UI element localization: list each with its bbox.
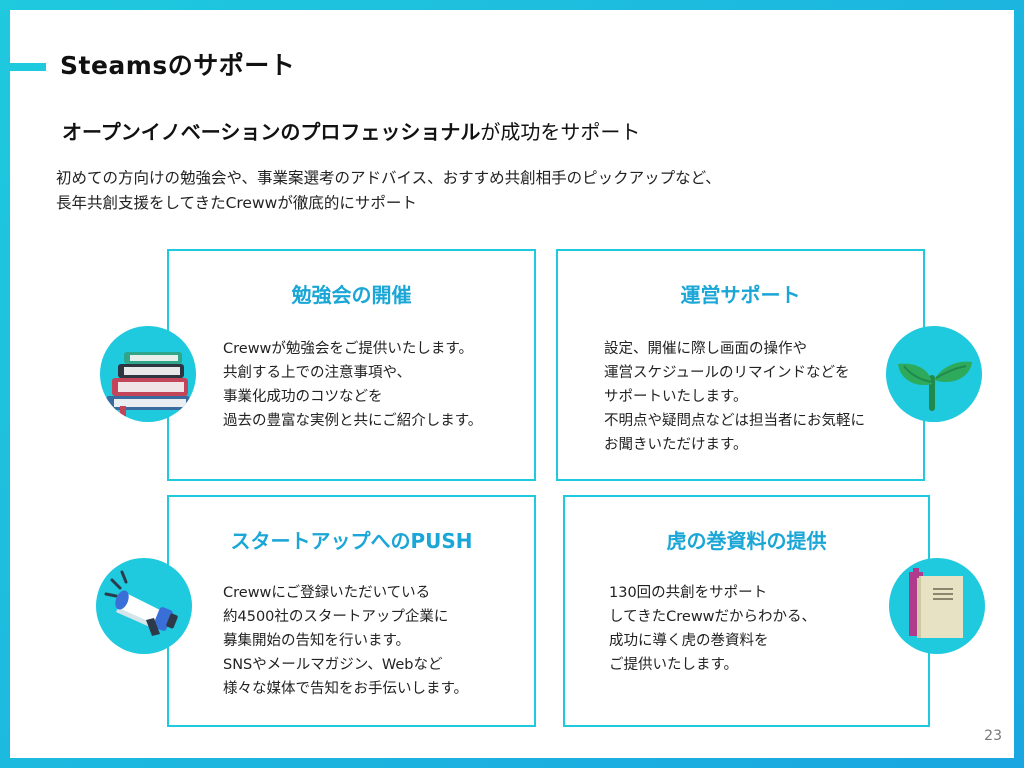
sprout-icon xyxy=(886,326,982,422)
card-line: 共創する上での注意事項や、 xyxy=(223,365,412,381)
book-icon xyxy=(889,558,985,654)
card-line: Crewwが勉強会をご提供いたします。 xyxy=(223,341,473,357)
card-body: 130回の共創をサポート してきたCrewwだからわかる、 成功に導く虎の巻資料… xyxy=(609,581,816,677)
card-guide-materials: 虎の巻資料の提供 130回の共創をサポート してきたCrewwだからわかる、 成… xyxy=(563,495,930,727)
page-number: 23 xyxy=(984,728,1002,744)
card-line: お聞きいただけます。 xyxy=(604,437,748,453)
card-title: 勉強会の開催 xyxy=(291,283,412,307)
card-line: 募集開始の告知を行います。 xyxy=(223,633,411,649)
card-startup-push: スタートアップへのPUSH Crewwにご登録いただいている 約4500社のスタ… xyxy=(167,495,536,727)
page-subtitle: オープンイノベーションのプロフェッショナルが成功をサポート xyxy=(62,116,640,145)
card-line: 事業化成功のコツなどを xyxy=(223,389,383,405)
card-line: 不明点や疑問点などは担当者にお気軽に xyxy=(604,413,865,429)
intro-line: 長年共創支援をしてきたCrewwが徹底的にサポート xyxy=(56,194,417,212)
megaphone-icon xyxy=(96,558,192,654)
card-body: Crewwが勉強会をご提供いたします。 共創する上での注意事項や、 事業化成功の… xyxy=(223,337,482,433)
card-line: 約4500社のスタートアップ企業に xyxy=(223,609,449,625)
books-icon xyxy=(100,326,196,422)
card-study-session: 勉強会の開催 Crewwが勉強会をご提供いたします。 共創する上での注意事項や、… xyxy=(167,249,536,481)
card-operation-support: 運営サポート 設定、開催に際し画面の操作や 運営スケジュールのリマインドなどを … xyxy=(556,249,925,481)
card-line: 過去の豊富な実例と共にご紹介します。 xyxy=(223,413,483,429)
slide: Steamsのサポート オープンイノベーションのプロフェッショナルが成功をサポー… xyxy=(10,10,1014,758)
card-line: してきたCrewwだからわかる、 xyxy=(609,609,817,625)
subtitle-rest: が成功をサポート xyxy=(480,120,641,144)
card-line: 設定、開催に際し画面の操作や xyxy=(604,341,807,357)
card-line: SNSやメールマガジン、Webなど xyxy=(223,657,443,673)
card-title: 虎の巻資料の提供 xyxy=(666,529,827,553)
subtitle-bold: オープンイノベーションのプロフェッショナル xyxy=(62,120,481,144)
card-title: スタートアップへのPUSH xyxy=(230,529,473,553)
card-line: ご提供いたします。 xyxy=(609,657,739,673)
card-title: 運営サポート xyxy=(680,283,801,307)
intro-line: 初めての方向けの勉強会や、事業案選考のアドバイス、おすすめ共創相手のピックアップ… xyxy=(56,169,721,187)
card-line: 130回の共創をサポート xyxy=(609,585,768,601)
page-title: Steamsのサポート xyxy=(60,51,296,80)
card-line: サポートいたします。 xyxy=(604,389,748,405)
card-body: Crewwにご登録いただいている 約4500社のスタートアップ企業に 募集開始の… xyxy=(223,581,468,701)
card-line: 成功に導く虎の巻資料を xyxy=(609,633,769,649)
card-line: Crewwにご登録いただいている xyxy=(223,585,431,601)
card-line: 様々な媒体で告知をお手伝いします。 xyxy=(223,681,469,697)
title-accent-bar xyxy=(10,63,46,71)
intro-text: 初めての方向けの勉強会や、事業案選考のアドバイス、おすすめ共創相手のピックアップ… xyxy=(56,166,976,216)
card-body: 設定、開催に際し画面の操作や 運営スケジュールのリマインドなどを サポートいたし… xyxy=(604,337,865,457)
card-line: 運営スケジュールのリマインドなどを xyxy=(604,365,850,381)
